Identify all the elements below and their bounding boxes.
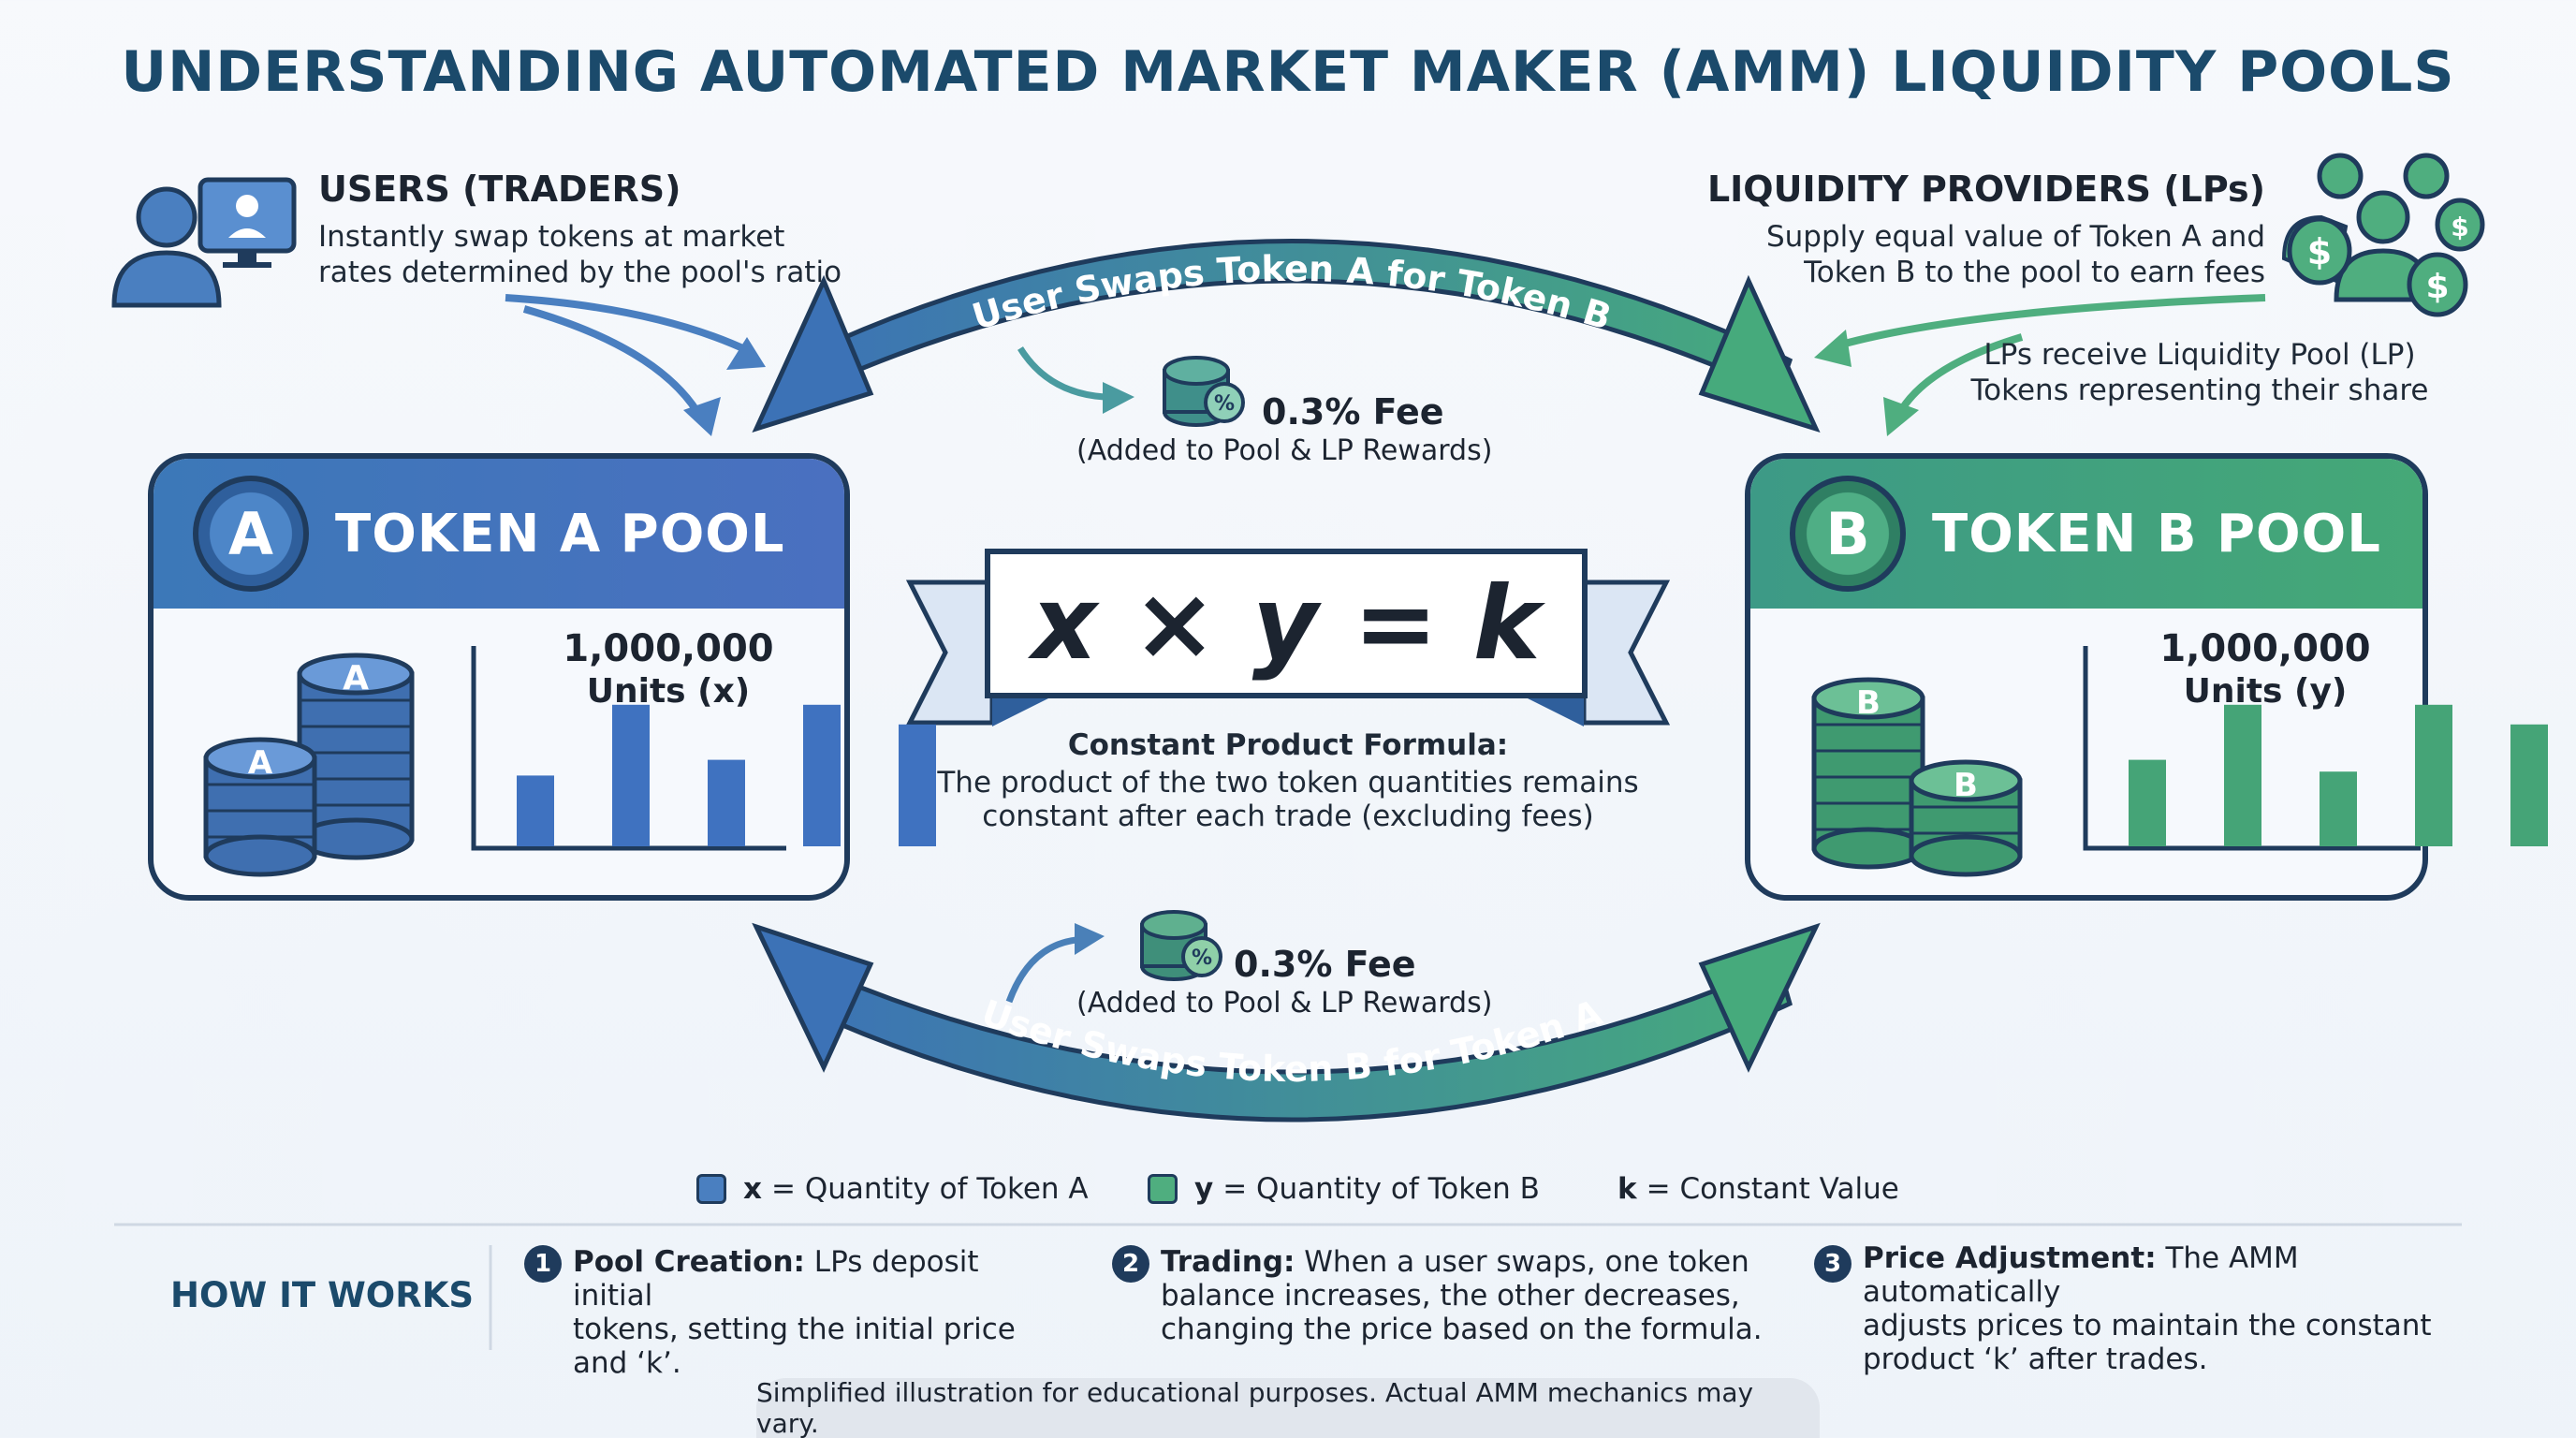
- lp-note-line2: Tokens representing their share: [1970, 374, 2429, 407]
- step-3-line2: adjusts prices to maintain the constant: [1863, 1309, 2432, 1343]
- token-a-pool-header: A TOKEN A POOL: [154, 459, 844, 609]
- token-a-pool-card: A TOKEN A POOL 1,000,000 Units (x): [148, 453, 850, 901]
- legend-item-y: y = Quantity of Token B: [1148, 1172, 1540, 1206]
- svg-text:$: $: [2425, 268, 2449, 306]
- lps-desc-line2: Token B to the pool to earn fees: [1804, 256, 2265, 289]
- step-1-line2: tokens, setting the initial price: [573, 1313, 1016, 1346]
- formula-box: x × y = k: [985, 549, 1588, 698]
- step-2-line3: changing the price based on the formula.: [1161, 1313, 1763, 1346]
- lps-desc-line1: Supply equal value of Token A and: [1765, 220, 2265, 254]
- step-2-number: 2: [1112, 1245, 1149, 1283]
- fee-top-title: 0.3% Fee: [1262, 391, 1444, 433]
- token-b-pool-header: B TOKEN B POOL: [1750, 459, 2422, 609]
- formula-caption: Constant Product Formula: The product of…: [914, 728, 1662, 833]
- token-b-pool-card: B TOKEN B POOL 1,000,000 Units (y): [1745, 453, 2428, 901]
- step-3: 3 Price Adjustment: The AMM automaticall…: [1814, 1241, 2488, 1376]
- step-3-line3: product ‘k’ after trades.: [1863, 1343, 2208, 1376]
- legend-key-x: x: [743, 1172, 762, 1206]
- formula-caption-line1: The product of the two token quantities …: [937, 766, 1639, 800]
- step-2-line1: When a user swaps, one token: [1304, 1245, 1749, 1279]
- token-b-badge-icon: B: [1790, 476, 1906, 592]
- fee-bottom-title: 0.3% Fee: [1234, 944, 1416, 985]
- token-b-pool-title: TOKEN B POOL: [1932, 503, 2381, 565]
- legend-item-x: x = Quantity of Token A: [696, 1172, 1089, 1206]
- lps-block: LIQUIDITY PROVIDERS (LPs) Supply equal v…: [1629, 169, 2265, 290]
- swap-arrow-top: [752, 239, 1821, 433]
- svg-text:%: %: [1214, 392, 1235, 416]
- legend-text-y: = Quantity of Token B: [1222, 1172, 1540, 1206]
- step-1-line1: LPs deposit initial: [573, 1245, 979, 1313]
- step-3-title: Price Adjustment:: [1863, 1241, 2157, 1275]
- lp-token-note: LPs receive Liquidity Pool (LP) Tokens r…: [1910, 337, 2490, 408]
- liquidity-providers-icon: $ $ $: [2281, 153, 2485, 317]
- step-1-title: Pool Creation:: [573, 1245, 805, 1279]
- legend-text-x: = Quantity of Token A: [771, 1172, 1089, 1206]
- svg-text:$: $: [2451, 212, 2468, 242]
- fee-coins-top-icon: %: [1163, 356, 1245, 427]
- lp-connector-arrows: [1833, 294, 2266, 415]
- fee-top-sub: (Added to Pool & LP Rewards): [1076, 434, 1493, 467]
- formula-ribbon: [905, 580, 1671, 726]
- step-2-line2: balance increases, the other decreases,: [1161, 1279, 1740, 1313]
- token-b-units-value: 1,000,000: [2159, 627, 2371, 670]
- fee-coins-bottom-icon: %: [1140, 910, 1222, 981]
- token-b-units-label: Units (y): [2183, 672, 2348, 711]
- token-a-units: 1,000,000 Units (x): [528, 627, 809, 713]
- fee-bottom: 0.3% Fee (Added to Pool & LP Rewards): [1076, 944, 1507, 1020]
- step-1: 1 Pool Creation: LPs deposit initial tok…: [524, 1245, 1048, 1380]
- token-a-units-value: 1,000,000: [563, 627, 774, 670]
- users-title: USERS (TRADERS): [318, 169, 681, 210]
- step-3-number: 3: [1814, 1245, 1852, 1283]
- legend-swatch-y: [1148, 1174, 1178, 1204]
- step-3-line1: The AMM automatically: [1863, 1241, 2299, 1309]
- token-a-pool-title: TOKEN A POOL: [335, 503, 785, 565]
- legend-key-y: y: [1194, 1172, 1214, 1206]
- token-a-badge-icon: A: [193, 476, 309, 592]
- user-computer-icon: [111, 177, 297, 308]
- legend-swatch-x: [696, 1174, 726, 1204]
- page-title: UNDERSTANDING AUTOMATED MARKET MAKER (AM…: [121, 39, 2455, 105]
- users-block: USERS (TRADERS) Instantly swap tokens at…: [318, 169, 992, 290]
- fee-bottom-sub: (Added to Pool & LP Rewards): [1076, 987, 1493, 1020]
- formula-caption-line2: constant after each trade (excluding fee…: [982, 800, 1594, 833]
- step-2: 2 Trading: When a user swaps, one token …: [1112, 1245, 1786, 1346]
- users-desc-line1: Instantly swap tokens at market: [318, 220, 785, 254]
- token-a-units-label: Units (x): [586, 672, 751, 711]
- user-connector-arrows: [505, 294, 751, 415]
- legend-key-k: k: [1617, 1172, 1637, 1206]
- how-it-works-label: HOW IT WORKS: [170, 1275, 475, 1315]
- swap-label-top: User Swaps Token A for Token B: [968, 248, 1617, 338]
- lp-note-line1: LPs receive Liquidity Pool (LP): [1983, 338, 2416, 372]
- footer-disclaimer: Simplified illustration for educational …: [756, 1377, 1820, 1438]
- svg-text:%: %: [1192, 946, 1212, 970]
- step-2-title: Trading:: [1161, 1245, 1295, 1279]
- step-1-number: 1: [524, 1245, 562, 1283]
- fee-top: 0.3% Fee (Added to Pool & LP Rewards): [1076, 391, 1507, 467]
- token-b-units: 1,000,000 Units (y): [2125, 627, 2406, 713]
- legend-text-k: = Constant Value: [1646, 1172, 1899, 1206]
- swap-arrow-bottom: [752, 922, 1821, 1123]
- lps-title: LIQUIDITY PROVIDERS (LPs): [1706, 169, 2265, 210]
- step-1-line3: and ‘k’.: [573, 1346, 681, 1380]
- formula-caption-title: Constant Product Formula:: [1067, 728, 1509, 762]
- legend-item-k: k = Constant Value: [1617, 1172, 1899, 1206]
- users-desc-line2: rates determined by the pool's ratio: [318, 256, 842, 289]
- svg-text:$: $: [2307, 231, 2332, 272]
